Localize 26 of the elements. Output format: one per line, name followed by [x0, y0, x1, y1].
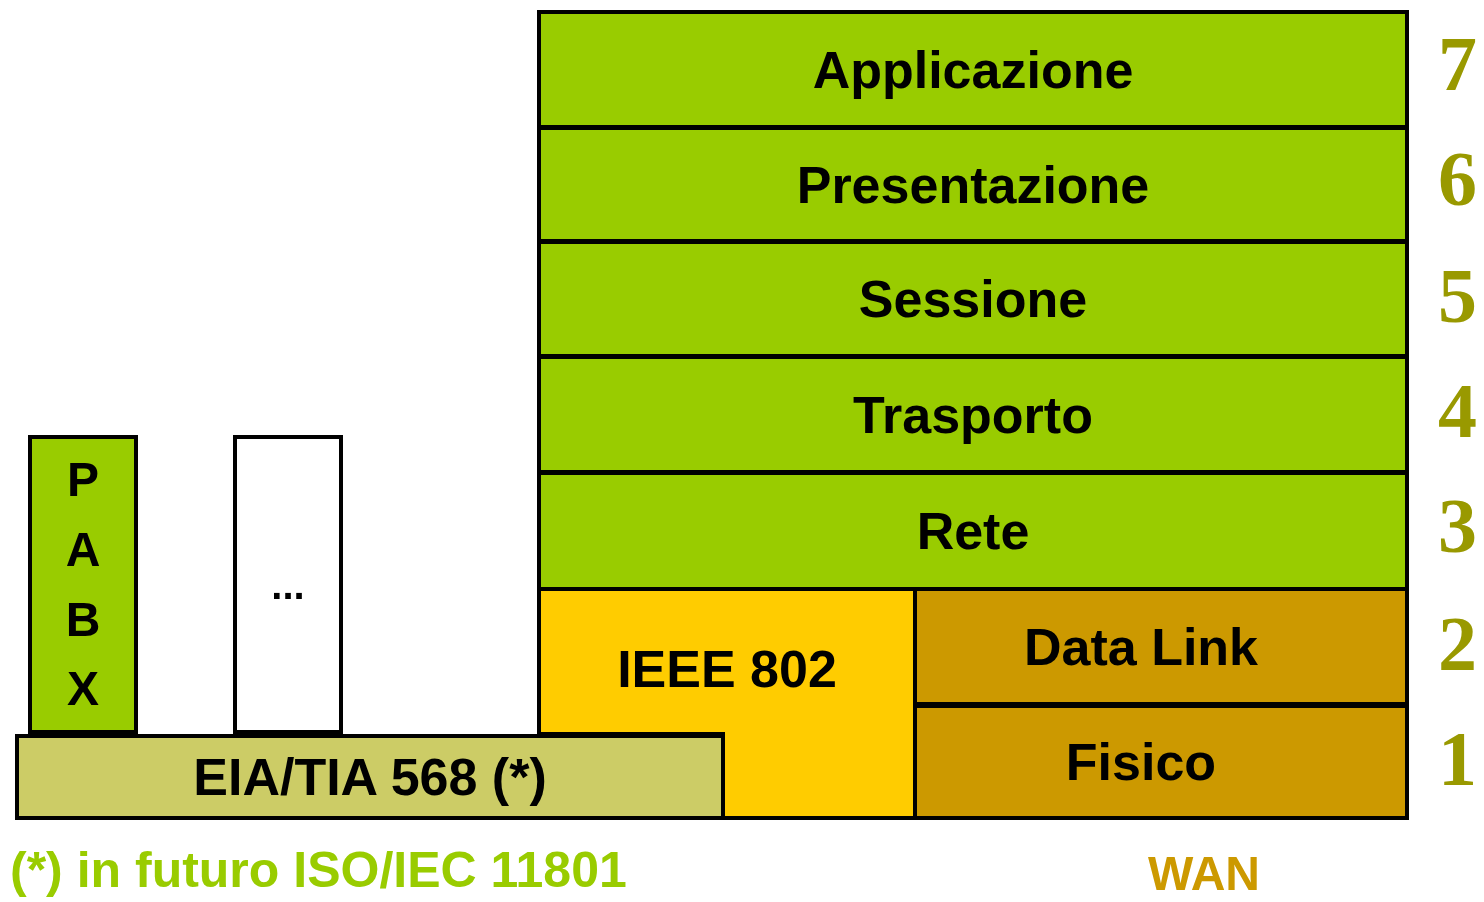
layer-name: Rete	[916, 501, 1030, 561]
layer-box	[537, 10, 1409, 129]
layer-name: Data Link	[1023, 616, 1259, 677]
layer-number: 5	[1438, 257, 1477, 335]
layer-number: 6	[1438, 140, 1477, 218]
layer-number: 4	[1438, 372, 1477, 450]
column-label: PABX	[64, 452, 102, 718]
layer-box	[537, 240, 1409, 358]
layer-number: 3	[1438, 487, 1477, 565]
layer-box	[537, 355, 1409, 474]
pabx-column	[28, 435, 138, 734]
empty-column-box	[233, 435, 343, 734]
layer-name: Applicazione	[812, 39, 1134, 100]
wan-label: WAN	[1148, 850, 1260, 898]
layer-number: 1	[1438, 720, 1477, 798]
layer-number: 2	[1438, 605, 1477, 683]
layer-name: Presentazione	[796, 154, 1150, 215]
layer-name: IEEE 802	[617, 639, 837, 699]
layer-name: Trasporto	[853, 384, 1093, 445]
footnote: (*) in futuro ISO/IEC 11801	[10, 845, 627, 895]
layer-name: EIA/TIA 568 (*)	[193, 747, 547, 807]
layer-box	[537, 126, 1409, 243]
ellipsis: ...	[270, 561, 306, 609]
layer-name: Fisico	[1065, 732, 1217, 792]
layer-number: 7	[1438, 25, 1477, 103]
layer-name: Sessione	[858, 269, 1088, 329]
